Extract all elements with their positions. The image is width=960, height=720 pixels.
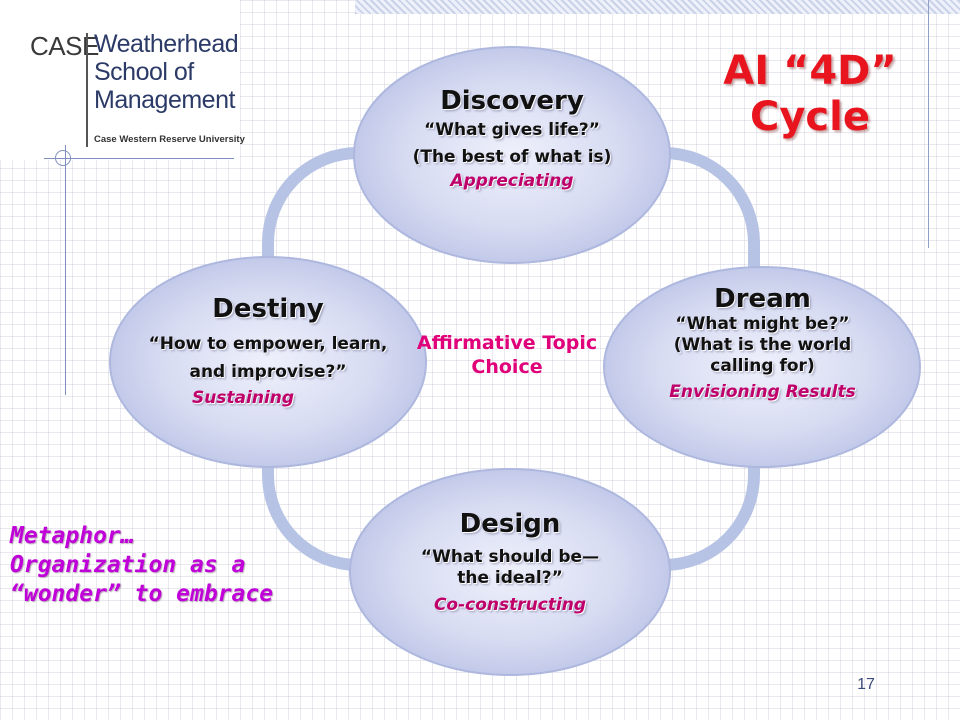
dream-title: Dream xyxy=(714,284,811,314)
design-ellipse xyxy=(349,468,671,676)
dream-node: Dream “What might be?” (What is the worl… xyxy=(620,284,905,403)
logo-school-line-3: Management xyxy=(94,86,235,114)
discovery-verb: Appreciating xyxy=(450,171,574,191)
dream-line-2: (What is the world xyxy=(673,335,852,355)
metaphor-line-3: “wonder” to embrace xyxy=(10,581,274,607)
right-edge-line xyxy=(928,0,929,248)
logo-divider xyxy=(86,33,88,147)
metaphor-text: Metaphor… Organization as a “wonder” to … xyxy=(10,522,355,609)
logo-school-line-1: Weatherhead xyxy=(94,30,239,58)
logo-school-name: Weatherhead School of Management xyxy=(94,30,239,114)
design-node: Design “What should be— the ideal?” Co-c… xyxy=(375,509,645,616)
logo-area xyxy=(0,0,240,160)
design-line-2: the ideal?” xyxy=(457,568,563,588)
design-verb: Co-constructing xyxy=(433,595,587,615)
deco-vertical-line xyxy=(65,145,66,395)
center-topic-label: Affirmative Topic Choice xyxy=(416,332,598,378)
slide-title: AI “4D” Cycle xyxy=(723,48,897,140)
destiny-line-1: “How to empower, learn, xyxy=(148,334,388,354)
deco-horizontal-line xyxy=(44,158,234,159)
destiny-verb: Sustaining xyxy=(191,388,295,408)
deco-circle xyxy=(55,150,71,166)
destiny-line-2: and improvise?” xyxy=(189,362,347,382)
destiny-ellipse xyxy=(109,256,427,468)
design-title: Design xyxy=(459,509,561,539)
design-line-1: “What should be— xyxy=(420,547,600,567)
dream-line-3: calling for) xyxy=(710,356,815,376)
logo-school-line-2: School of xyxy=(94,58,194,86)
top-stripe-decoration xyxy=(355,0,960,14)
destiny-node: Destiny “How to empower, learn, and impr… xyxy=(118,294,418,409)
discovery-node: Discovery “What gives life?” (The best o… xyxy=(382,86,642,192)
discovery-line-2: (The best of what is) xyxy=(412,147,612,167)
logo-university: Case Western Reserve University xyxy=(94,134,245,145)
discovery-title: Discovery xyxy=(440,86,584,116)
destiny-title: Destiny xyxy=(212,294,324,324)
discovery-ellipse xyxy=(353,46,671,264)
dream-line-1: “What might be?” xyxy=(675,314,850,334)
page-number: 17 xyxy=(857,676,875,693)
discovery-line-1: “What gives life?” xyxy=(424,120,600,140)
metaphor-line-1: Metaphor… xyxy=(10,523,135,549)
dream-ellipse xyxy=(603,266,921,468)
metaphor-line-2: Organization as a xyxy=(10,552,246,578)
dream-verb: Envisioning Results xyxy=(669,382,856,402)
